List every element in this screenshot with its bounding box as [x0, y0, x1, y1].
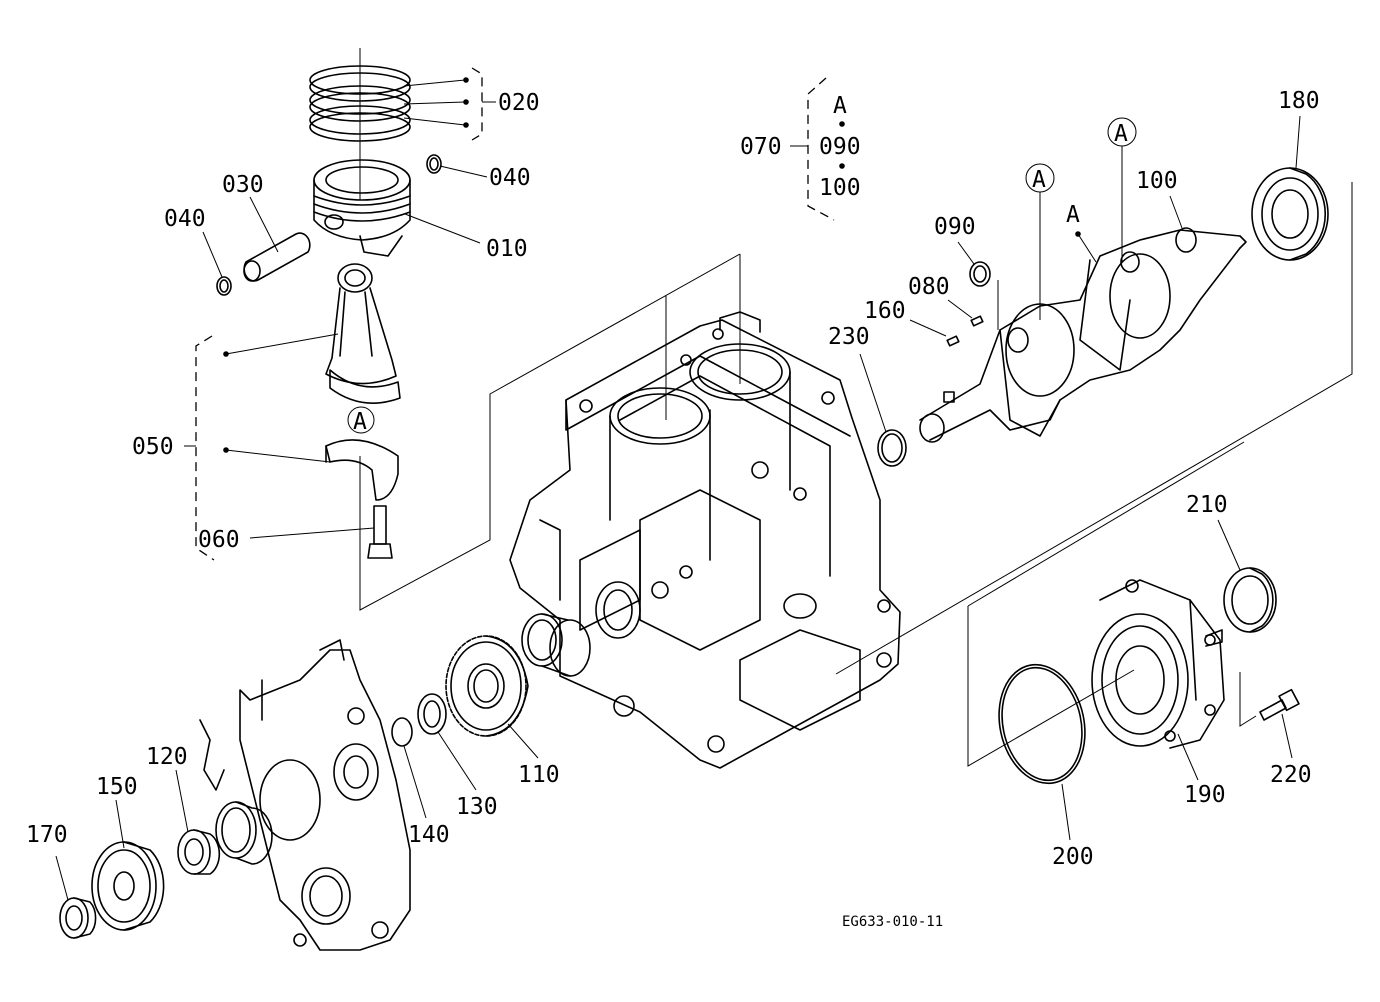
block-group-outline — [359, 253, 741, 611]
label-020: 020 — [498, 90, 540, 116]
o-ring-200[interactable] — [988, 657, 1095, 792]
label-140: 140 — [408, 822, 450, 848]
leader-010 — [404, 213, 481, 244]
camshaft-bushing[interactable] — [521, 613, 591, 677]
crankshaft[interactable] — [919, 229, 1247, 443]
label-070: 070 — [740, 134, 782, 160]
svg-text:A: A — [353, 409, 367, 435]
label-080: 080 — [908, 274, 950, 300]
o-ring-140[interactable] — [391, 717, 413, 747]
piston[interactable] — [313, 159, 411, 257]
marker-a-crank-1: A — [1025, 163, 1055, 193]
crank-key-160[interactable] — [946, 335, 960, 347]
svg-text:A: A — [1114, 121, 1128, 147]
label-160: 160 — [864, 298, 906, 324]
idle-gear[interactable] — [445, 635, 529, 737]
crank-pulley[interactable] — [91, 841, 165, 931]
label-170: 170 — [26, 822, 68, 848]
label-060: 060 — [198, 527, 240, 553]
group-070-bracket — [790, 77, 845, 221]
label-180: 180 — [1278, 88, 1320, 114]
label-070-a: A — [833, 93, 847, 119]
label-230: 230 — [828, 324, 870, 350]
label-150: 150 — [96, 774, 138, 800]
crank-nut[interactable] — [59, 897, 97, 939]
label-070-090: 090 — [819, 134, 861, 160]
label-190: 190 — [1184, 782, 1226, 808]
group-050-bracket — [184, 333, 375, 561]
crank-collar[interactable] — [177, 829, 221, 875]
label-120: 120 — [146, 744, 188, 770]
crank-key-080[interactable] — [970, 315, 984, 327]
o-ring-230[interactable] — [877, 429, 907, 467]
snap-ring-right[interactable] — [426, 154, 442, 174]
label-220: 220 — [1270, 762, 1312, 788]
crank-bushing-090[interactable] — [969, 261, 991, 287]
gear-case[interactable] — [199, 639, 411, 951]
label-030: 030 — [222, 172, 264, 198]
svg-text:A: A — [1032, 167, 1046, 193]
case-bolt[interactable] — [1259, 688, 1300, 721]
label-210: 210 — [1186, 492, 1228, 518]
thrust-collar[interactable] — [417, 693, 447, 735]
label-010: 010 — [486, 236, 528, 262]
connecting-rod[interactable] — [325, 263, 401, 559]
label-100: 100 — [1136, 168, 1178, 194]
snap-ring-left[interactable] — [216, 276, 232, 296]
label-070-100: 100 — [819, 175, 861, 201]
cylinder-block[interactable] — [509, 311, 901, 769]
label-040-left: 040 — [164, 206, 206, 232]
marker-a-crank-2: A — [1107, 117, 1137, 147]
callout-labels: 020 040 030 040 010 050 060 070 A 090 10… — [26, 88, 1320, 930]
diagram-code: EG633-010-11 — [842, 914, 943, 930]
marker-a-rod: A — [347, 406, 375, 435]
label-050: 050 — [132, 434, 174, 460]
callout-020-leaders — [403, 67, 496, 141]
label-110: 110 — [518, 762, 560, 788]
piston-pin[interactable] — [243, 232, 311, 282]
crank-bushing-100[interactable] — [1175, 227, 1197, 253]
label-040-right: 040 — [489, 165, 531, 191]
marker-a-crank-dot: A — [1066, 202, 1081, 237]
rear-oil-seal[interactable] — [1223, 567, 1277, 633]
label-130: 130 — [456, 794, 498, 820]
svg-text:A: A — [1066, 202, 1080, 228]
crank-group-outline — [835, 182, 1353, 675]
bearing-case[interactable] — [1091, 579, 1225, 749]
piston-rings[interactable] — [309, 48, 411, 200]
ball-bearing[interactable] — [1251, 167, 1329, 261]
front-oil-seal[interactable] — [215, 801, 273, 865]
label-200: 200 — [1052, 844, 1094, 870]
label-090: 090 — [934, 214, 976, 240]
